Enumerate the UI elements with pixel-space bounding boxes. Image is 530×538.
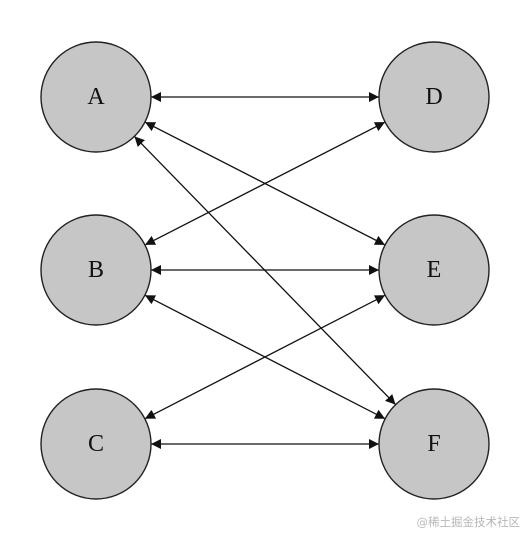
- node-circle-e: [378, 214, 490, 326]
- node-b: B: [40, 214, 152, 326]
- node-label-c: C: [88, 431, 104, 457]
- edge-b-d: [144, 121, 386, 246]
- node-c: C: [40, 388, 152, 500]
- node-label-f: F: [427, 431, 440, 457]
- node-label-e: E: [427, 257, 442, 283]
- node-circle-c: [40, 388, 152, 500]
- node-label-b: B: [88, 257, 104, 283]
- node-label-a: A: [87, 84, 105, 110]
- node-f: F: [378, 388, 490, 500]
- node-circle-f: [378, 388, 490, 500]
- node-label-d: D: [425, 84, 442, 110]
- node-circle-b: [40, 214, 152, 326]
- node-circle-d: [378, 41, 490, 153]
- nodes-layer: A B C D E F: [40, 41, 490, 500]
- edge-c-e: [144, 294, 386, 420]
- node-e: E: [378, 214, 490, 326]
- node-d: D: [378, 41, 490, 153]
- node-a: A: [40, 41, 152, 153]
- node-circle-a: [40, 41, 152, 153]
- edges-layer: [133, 92, 397, 449]
- watermark-text: @稀土掘金技术社区: [416, 515, 521, 529]
